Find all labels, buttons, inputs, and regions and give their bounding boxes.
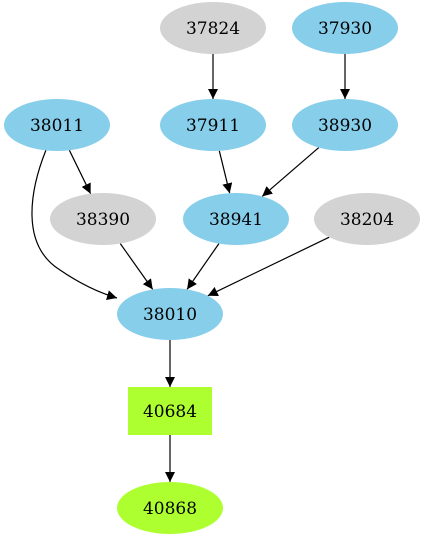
edge-38011-to-38390 [68,150,92,194]
node-ellipse-shape [183,193,289,245]
node-label: 38390 [76,210,130,230]
node-38941[interactable]: 38941 [183,193,289,245]
node-box-shape [128,387,212,435]
nodes: 37824 37930 38011 37911 38930 38390 38941 38204… [4,2,420,534]
node-38390[interactable]: 38390 [50,193,156,245]
edge-38941-to-38010 [186,243,220,290]
node-ellipse-shape [50,193,156,245]
node-37911[interactable]: 37911 [160,99,266,151]
node-38010[interactable]: 38010 [117,288,223,340]
node-38011[interactable]: 38011 [4,99,110,151]
edge-38390-to-38010 [119,243,154,290]
node-label: 37930 [318,19,372,39]
node-label: 38010 [143,305,197,325]
node-label: 38941 [209,210,263,230]
edges [31,54,350,482]
node-label: 38930 [318,116,372,136]
node-ellipse-shape [292,2,398,54]
node-label: 37911 [186,116,240,136]
node-label: 37824 [186,19,240,39]
node-40868[interactable]: 40868 [117,482,223,534]
edge-38011-to-38010 [31,149,118,300]
edge-38204-to-38010 [207,236,330,297]
node-ellipse-shape [160,99,266,151]
node-label: 38011 [30,116,84,136]
node-label: 40684 [143,402,197,422]
edge-38930-to-38941 [261,147,320,197]
edge-37911-to-38941 [218,150,233,194]
node-ellipse-shape [314,193,420,245]
node-ellipse-shape [4,99,110,151]
node-label: 40868 [143,499,197,519]
node-ellipse-shape [117,288,223,340]
node-label: 38204 [340,210,394,230]
node-38204[interactable]: 38204 [314,193,420,245]
node-ellipse-shape [160,2,266,54]
node-40684[interactable]: 40684 [128,387,212,435]
node-37824[interactable]: 37824 [160,2,266,54]
node-37930[interactable]: 37930 [292,2,398,54]
node-ellipse-shape [292,99,398,151]
node-38930[interactable]: 38930 [292,99,398,151]
node-ellipse-shape [117,482,223,534]
